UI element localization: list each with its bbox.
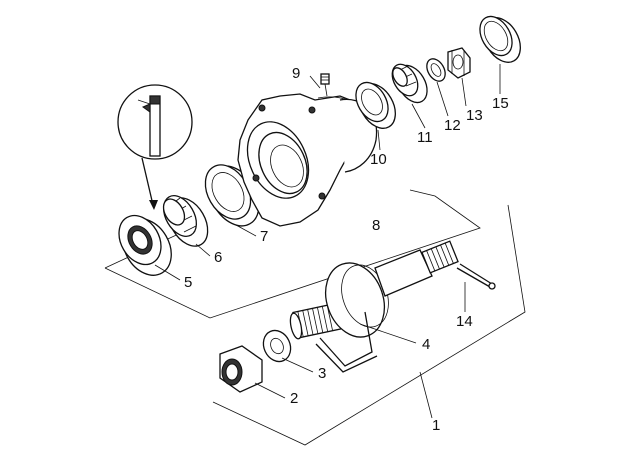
callout-14: 14 [456,313,473,330]
callout-15: 15 [492,95,509,112]
part-13-castle-nut [447,47,471,79]
callout-labels: 1 2 3 4 5 6 7 8 9 10 11 12 13 14 15 [184,65,509,434]
callout-2: 2 [290,390,298,407]
part-11-bearing-cone [391,63,428,104]
part-14-cotter-pin [456,263,496,290]
callout-12: 12 [444,117,461,134]
part-8-hub [237,93,378,227]
callout-1: 1 [432,417,440,434]
callout-8: 8 [372,217,380,234]
callout-6: 6 [214,249,222,266]
callout-7: 7 [260,228,268,245]
callout-13: 13 [466,107,483,124]
part-6-bearing-cone [162,195,209,247]
group-bracket-1 [212,204,526,446]
part-9-grease-fitting [320,73,330,97]
leader-lines [154,64,501,419]
detail-inset [117,84,193,210]
part-4-spindle [289,240,459,373]
callout-9: 9 [292,65,300,82]
callout-11: 11 [417,129,433,146]
part-12-washer [426,58,446,82]
callout-10: 10 [370,151,387,168]
callout-3: 3 [318,365,326,382]
part-5-seal [118,214,172,276]
part-3-washer [262,329,292,363]
part-2-nut [219,345,263,393]
callout-5: 5 [184,274,192,291]
callout-4: 4 [422,336,430,353]
part-15-dust-cap [479,15,521,63]
part-10-bearing-cup [355,81,396,129]
